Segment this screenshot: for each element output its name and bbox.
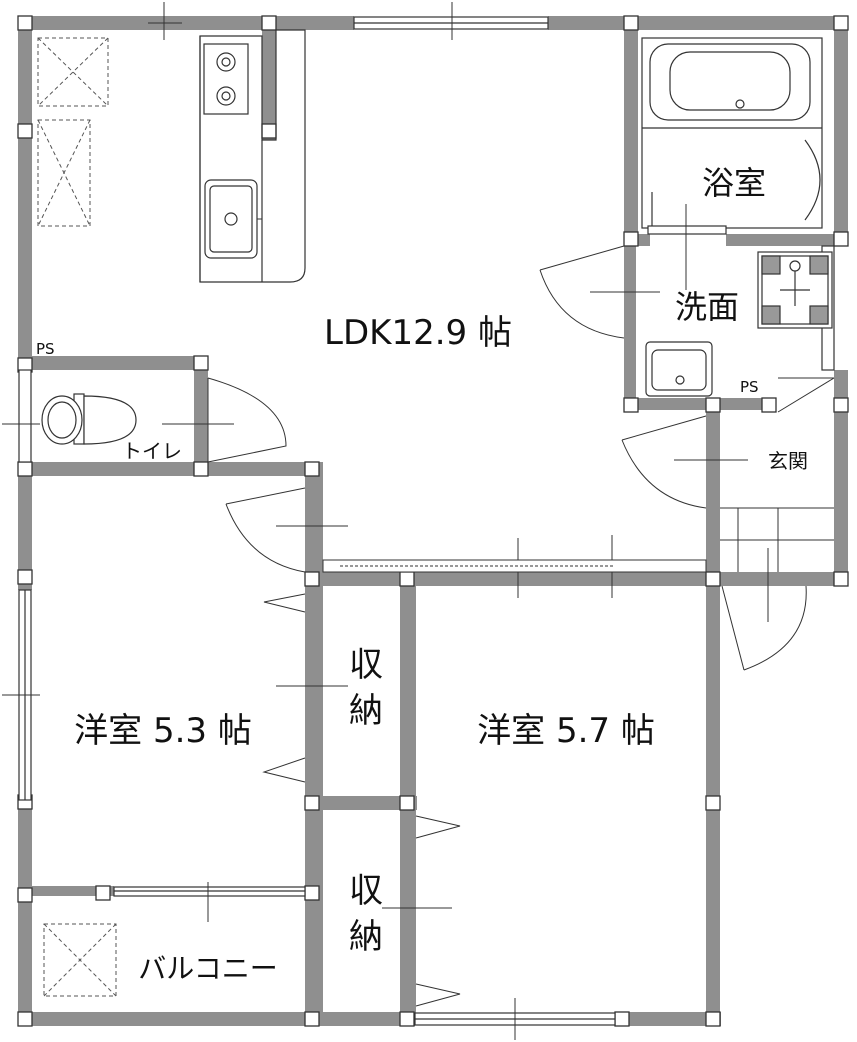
storage-lower-char-2: 納 (349, 917, 383, 957)
room-marks (162, 204, 769, 909)
entrance-floor (720, 377, 835, 572)
storage-upper-char-1: 収 (349, 645, 383, 685)
room-label-western-left: 洋室 5.3 帖 (74, 711, 252, 751)
walls (18, 16, 848, 1026)
room-label-bath: 浴室 (702, 164, 766, 202)
room-label-balcony: バルコニー (138, 952, 277, 985)
ps-label-right: PS (740, 378, 759, 396)
room-label-western-right: 洋室 5.7 帖 (477, 711, 655, 751)
storage-lower-char-1: 収 (349, 871, 383, 911)
toilet-fixture (41, 393, 137, 445)
washroom-fixtures (645, 251, 833, 397)
room-label-ldk: LDK12.9 帖 (324, 313, 512, 353)
skylight-marks (37, 37, 117, 997)
room-label-washroom: 洗面 (675, 288, 739, 326)
storage-upper-char-2: 納 (349, 691, 383, 731)
kitchen-counter (199, 29, 306, 283)
columns (17, 15, 849, 1027)
room-label-toilet: トイレ (122, 439, 182, 463)
ps-label-left: PS (36, 340, 55, 358)
room-label-entrance: 玄関 (768, 449, 808, 473)
bathtub (641, 37, 823, 235)
doors (207, 245, 807, 1007)
